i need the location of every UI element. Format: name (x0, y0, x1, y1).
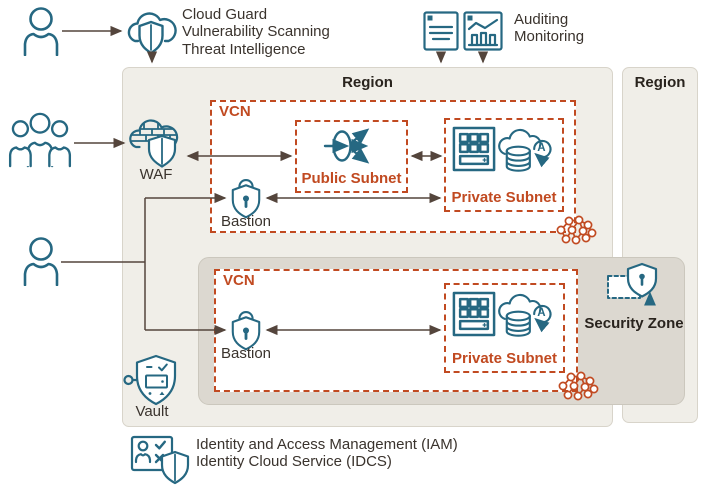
cloud-guard-icon (124, 8, 178, 60)
user-icon (20, 6, 62, 56)
region-main-label: Region (342, 74, 393, 91)
public-subnet-label: Public Subnet (301, 170, 402, 187)
caption-idcs: Identity Cloud Service (IDCS) (196, 453, 392, 471)
audit-log-icon (423, 11, 459, 51)
bastion2-label: Bastion (220, 345, 272, 362)
caption-monitoring: Monitoring (514, 28, 585, 46)
caption-threat-intelligence: Threat Intelligence (182, 40, 306, 58)
bastion1-label: Bastion (220, 213, 272, 230)
vcn1-label: VCN (219, 103, 251, 120)
vault-label: Vault (135, 403, 169, 420)
autonomous-database-icon: A (498, 126, 554, 176)
users-group-icon (6, 112, 74, 168)
cloud-guard-caption: Cloud Guard Vulnerability Scanning Threa… (182, 6, 330, 58)
caption-cloud-guard: Cloud Guard (182, 6, 268, 23)
private-subnet1-label: Private Subnet (451, 189, 557, 206)
svg-text:A: A (537, 142, 546, 154)
caption-auditing: Auditing (514, 11, 569, 28)
oci-honeycomb-icon (555, 215, 597, 249)
user2-icon (20, 236, 62, 286)
security-zone-label: Security Zone (584, 315, 684, 332)
oci-honeycomb2-icon (557, 371, 599, 405)
audit-monitor-caption: Auditing Monitoring (514, 11, 584, 46)
bastion2-icon (229, 309, 263, 351)
vcn2-label: VCN (223, 272, 255, 289)
private-subnet2-label: Private Subnet (451, 350, 558, 367)
bastion1-icon (229, 177, 263, 219)
caption-vulnerability-scanning: Vulnerability Scanning (182, 23, 330, 41)
vault-icon (122, 354, 182, 406)
svg-text:A: A (537, 307, 546, 319)
waf-label: WAF (139, 166, 173, 183)
autonomous-database2-icon: A (498, 291, 554, 341)
security-zone-icon (606, 262, 658, 310)
waf-icon (128, 112, 184, 170)
compute-instances-icon (452, 126, 496, 172)
iam-icon (130, 435, 190, 485)
identity-caption: Identity and Access Management (IAM) Ide… (196, 436, 458, 471)
load-balancer-icon (323, 124, 379, 168)
monitoring-icon (463, 11, 503, 51)
region-right-label: Region (634, 74, 686, 91)
compute-instances2-icon (452, 291, 496, 337)
caption-iam: Identity and Access Management (IAM) (196, 436, 458, 453)
public-subnet-box: Public Subnet (295, 120, 408, 193)
